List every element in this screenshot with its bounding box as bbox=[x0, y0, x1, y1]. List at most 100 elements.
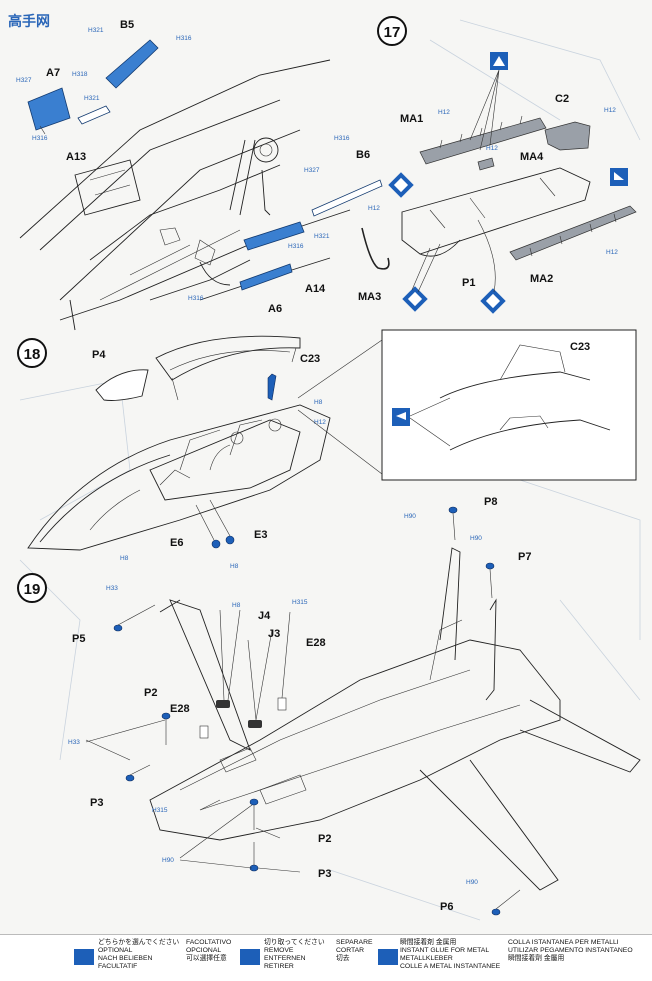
svg-text:J3: J3 bbox=[268, 628, 280, 640]
svg-text:H8: H8 bbox=[120, 555, 129, 562]
part-B6: B6 bbox=[311, 149, 383, 217]
label-A14: A14 bbox=[305, 283, 326, 295]
intake-gear-assembly bbox=[19, 59, 351, 331]
svg-text:P4: P4 bbox=[92, 349, 106, 361]
svg-text:H8: H8 bbox=[232, 602, 241, 609]
svg-text:H321: H321 bbox=[88, 27, 104, 34]
svg-text:H12: H12 bbox=[314, 419, 326, 426]
svg-text:H8: H8 bbox=[230, 563, 239, 570]
part-B5: B5 bbox=[105, 19, 159, 89]
step-19-marker: 19 bbox=[17, 573, 47, 603]
svg-text:H8: H8 bbox=[314, 399, 323, 406]
svg-text:H316: H316 bbox=[188, 295, 204, 302]
svg-text:H33: H33 bbox=[68, 739, 80, 746]
svg-text:H316: H316 bbox=[334, 135, 350, 142]
svg-text:MA3: MA3 bbox=[358, 291, 381, 303]
svg-text:MA1: MA1 bbox=[400, 113, 423, 125]
svg-text:P8: P8 bbox=[484, 496, 497, 508]
svg-text:H321: H321 bbox=[314, 233, 330, 240]
svg-text:E28: E28 bbox=[170, 703, 190, 715]
color-callouts-17-left: H327 H318 H321 H316 H321 H316 H327 H316 … bbox=[16, 27, 380, 302]
svg-text:E28: E28 bbox=[306, 637, 326, 649]
step-19-labels: P8 P7 P5 J4 J3 E28 E28 P2 P3 P2 P3 P6 H9… bbox=[68, 496, 531, 913]
svg-text:H318: H318 bbox=[72, 71, 88, 78]
airframe-assembly bbox=[149, 547, 641, 891]
svg-text:A6: A6 bbox=[268, 303, 282, 315]
part-MA2: MA2 bbox=[509, 205, 637, 285]
step-17-marker: 17 bbox=[377, 16, 407, 46]
svg-text:J4: J4 bbox=[258, 610, 271, 622]
part-A14-upper bbox=[243, 221, 305, 251]
svg-text:P5: P5 bbox=[72, 633, 85, 645]
svg-text:H90: H90 bbox=[404, 513, 416, 520]
svg-text:P3: P3 bbox=[90, 797, 103, 809]
fuselage-panel-P1: P1 bbox=[401, 167, 591, 289]
svg-text:B5: B5 bbox=[120, 19, 134, 31]
part-MA1: MA1 bbox=[400, 113, 547, 165]
part-A13: A13 bbox=[66, 105, 111, 163]
parts-E6-E3: E6 E3 H8 H8 bbox=[120, 499, 267, 570]
svg-text:H327: H327 bbox=[16, 77, 32, 84]
svg-text:E6: E6 bbox=[170, 537, 183, 549]
step-19-parts bbox=[85, 506, 521, 916]
step-18-marker: 18 bbox=[17, 338, 47, 368]
cockpit-assembly bbox=[27, 404, 331, 551]
svg-text:H12: H12 bbox=[486, 145, 498, 152]
part-C23: C23 H8 H12 bbox=[267, 353, 326, 426]
svg-text:H321: H321 bbox=[84, 95, 100, 102]
svg-text:C2: C2 bbox=[555, 93, 569, 105]
svg-text:P2: P2 bbox=[144, 687, 157, 699]
part-A7: A7 bbox=[27, 67, 71, 135]
svg-text:H90: H90 bbox=[162, 857, 174, 864]
svg-text:H316: H316 bbox=[32, 135, 48, 142]
instant-glue-icon bbox=[378, 949, 398, 965]
part-MA4: MA4 bbox=[477, 151, 544, 171]
svg-text:H315: H315 bbox=[152, 807, 168, 814]
step-18-number: 18 bbox=[24, 346, 41, 363]
svg-text:H90: H90 bbox=[470, 535, 482, 542]
svg-text:A13: A13 bbox=[66, 151, 86, 163]
svg-text:P6: P6 bbox=[440, 901, 453, 913]
svg-text:H90: H90 bbox=[466, 879, 478, 886]
color-callouts-17-right: H12 H12 H12 H12 bbox=[438, 107, 618, 256]
svg-text:H12: H12 bbox=[604, 107, 616, 114]
svg-text:E3: E3 bbox=[254, 529, 267, 541]
svg-text:H12: H12 bbox=[438, 109, 450, 116]
svg-text:H316: H316 bbox=[288, 243, 304, 250]
remove-icon bbox=[240, 949, 260, 965]
part-A6: A6 bbox=[239, 263, 293, 315]
svg-text:H12: H12 bbox=[606, 249, 618, 256]
svg-text:H33: H33 bbox=[106, 585, 118, 592]
svg-text:H315: H315 bbox=[292, 599, 308, 606]
canopy-part bbox=[155, 335, 301, 401]
optional-icon bbox=[74, 949, 94, 965]
step-19-number: 19 bbox=[24, 581, 41, 598]
svg-text:P1: P1 bbox=[462, 277, 475, 289]
part-P4: P4 bbox=[92, 349, 149, 401]
step-18-inset: C23 bbox=[297, 329, 637, 481]
svg-text:H327: H327 bbox=[304, 167, 320, 174]
inset-label-C23: C23 bbox=[570, 341, 590, 353]
svg-text:P3: P3 bbox=[318, 868, 331, 880]
svg-text:P7: P7 bbox=[518, 551, 531, 563]
svg-text:C23: C23 bbox=[300, 353, 320, 365]
svg-text:H12: H12 bbox=[368, 205, 380, 212]
svg-text:MA2: MA2 bbox=[530, 273, 553, 285]
part-MA3: MA3 bbox=[358, 227, 390, 303]
svg-text:B6: B6 bbox=[356, 149, 370, 161]
svg-text:A7: A7 bbox=[46, 67, 60, 79]
part-C2: C2 bbox=[544, 93, 591, 151]
glue-symbols-17 bbox=[388, 52, 628, 314]
svg-text:MA4: MA4 bbox=[520, 151, 544, 163]
step-17-number: 17 bbox=[384, 24, 401, 41]
watermark-logo: 高手网 bbox=[8, 13, 50, 29]
svg-text:H316: H316 bbox=[176, 35, 192, 42]
